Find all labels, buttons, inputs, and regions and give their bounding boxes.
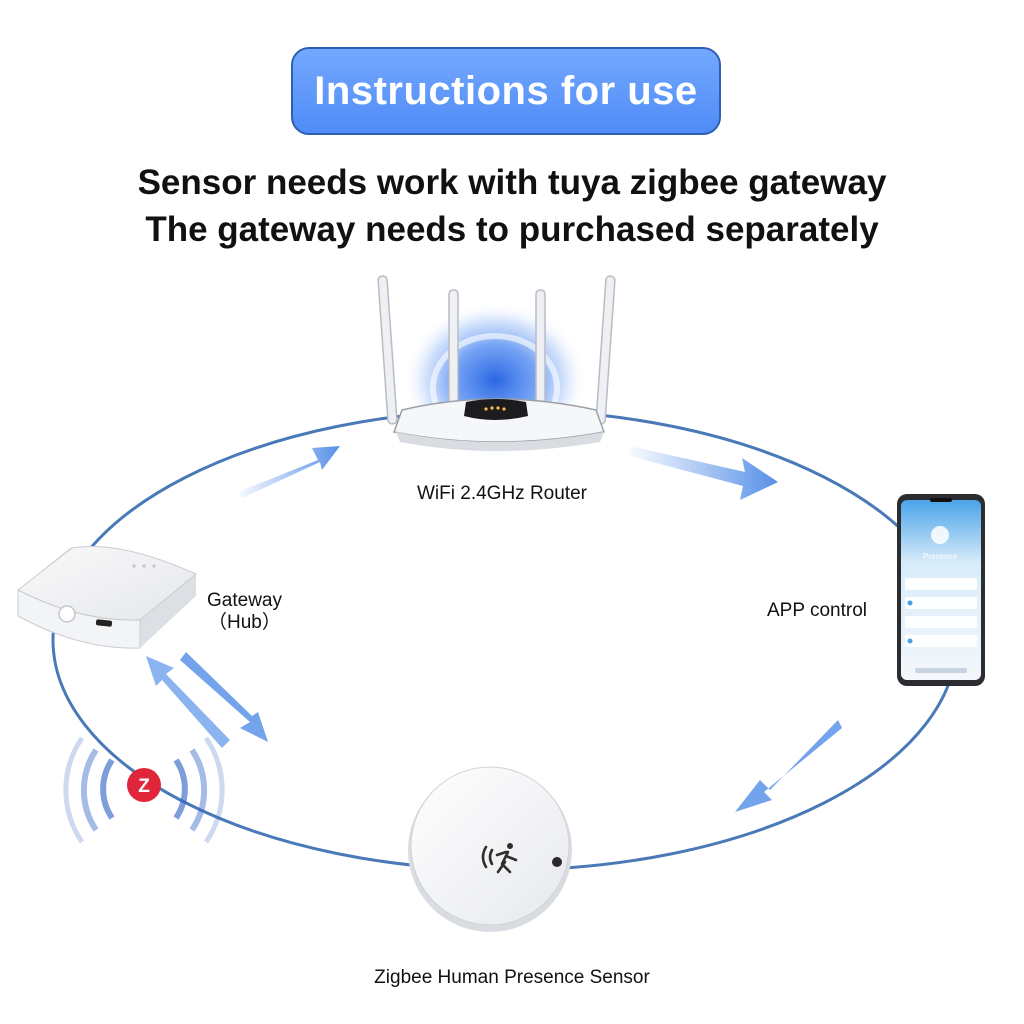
- gateway-hub-image: [17, 546, 197, 649]
- title-text: Instructions for use: [314, 68, 698, 113]
- zigbee-letter: Z: [138, 776, 150, 797]
- subtitle-line-2: The gateway needs to purchased separatel…: [145, 210, 879, 249]
- arrow-app-to-sensor: [735, 720, 842, 812]
- arrow-sensor-to-hub: [146, 656, 230, 748]
- arrow-gateway-to-router: [238, 446, 340, 498]
- phone-app-title: Presence: [923, 552, 957, 561]
- gateway-label: Gateway: [207, 590, 282, 611]
- router-label: WiFi 2.4GHz Router: [417, 483, 588, 504]
- title-banner: Instructions for use: [291, 47, 721, 135]
- arrow-router-to-app: [630, 446, 778, 500]
- phone-image: Presence: [897, 494, 985, 686]
- arrow-hub-to-sensor: [180, 652, 268, 742]
- router-image: [377, 275, 616, 458]
- sensor-label: Zigbee Human Presence Sensor: [374, 967, 650, 988]
- gateway-hub-label: （Hub）: [208, 611, 281, 633]
- zigbee-logo-icon: Z: [63, 736, 225, 844]
- app-control-label: APP control: [767, 600, 867, 621]
- subtitle-line-1: Sensor needs work with tuya zigbee gatew…: [137, 163, 887, 202]
- motion-person-icon: [481, 843, 518, 874]
- presence-sensor-image: [408, 766, 572, 932]
